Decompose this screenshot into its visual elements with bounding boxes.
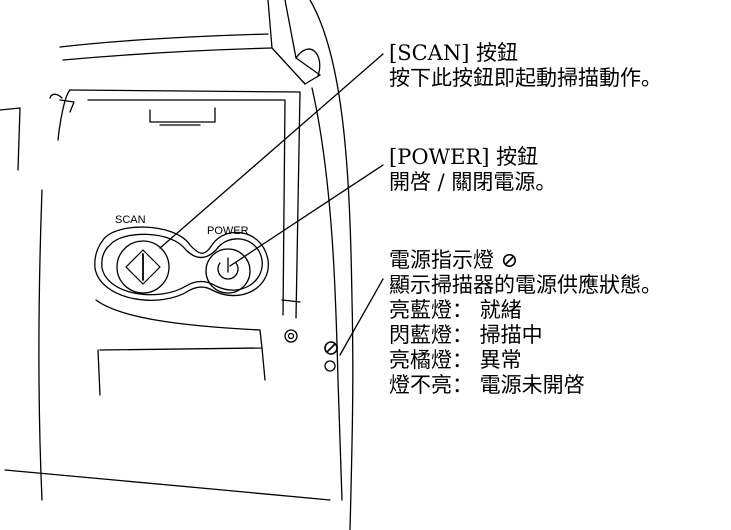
power-label: POWER (207, 225, 249, 237)
front-panel (0, 89, 331, 501)
indicator-callout-title: 電源指示燈 ⊘ (389, 248, 519, 272)
power-callout-description: 開啓 / 關閉電源。 (389, 170, 557, 194)
scan-label: SCAN (115, 214, 146, 226)
power-indicator-lamp (324, 341, 338, 372)
scan-leader-line (159, 53, 384, 249)
power-callout: [POWER] 按鈕 開啓 / 關閉電源。 (389, 145, 556, 195)
button-panel (94, 226, 269, 301)
power-callout-title: [POWER] 按鈕 (389, 145, 539, 169)
indicator-state-item: 亮橘燈： 異常 (389, 348, 522, 372)
indicator-callout: 電源指示燈 ⊘ 顯示掃描器的電源供應狀態。 亮藍燈： 就緒 閃藍燈： 掃描中 亮… (389, 248, 662, 398)
scan-callout: [SCAN] 按鈕 按下此按鈕即起動掃描動作。 (389, 41, 662, 91)
scan-button[interactable] (116, 240, 170, 294)
indicator-leader-line (339, 278, 384, 356)
indicator-state-item: 亮藍燈： 就緒 (389, 298, 522, 322)
scanner-lid (59, 0, 321, 85)
scanner-casing-edge (309, 0, 354, 530)
scan-callout-title: [SCAN] 按鈕 (389, 41, 519, 65)
power-button[interactable] (205, 248, 251, 294)
indicator-state-item: 燈不亮： 電源未開啓 (389, 373, 585, 397)
indicator-state-item: 閃藍燈： 掃描中 (389, 323, 543, 347)
scan-callout-description: 按下此按鈕即起動掃描動作。 (389, 66, 662, 90)
power-leader-line (229, 164, 384, 267)
indicator-callout-description: 顯示掃描器的電源供應狀態。 (389, 273, 662, 297)
